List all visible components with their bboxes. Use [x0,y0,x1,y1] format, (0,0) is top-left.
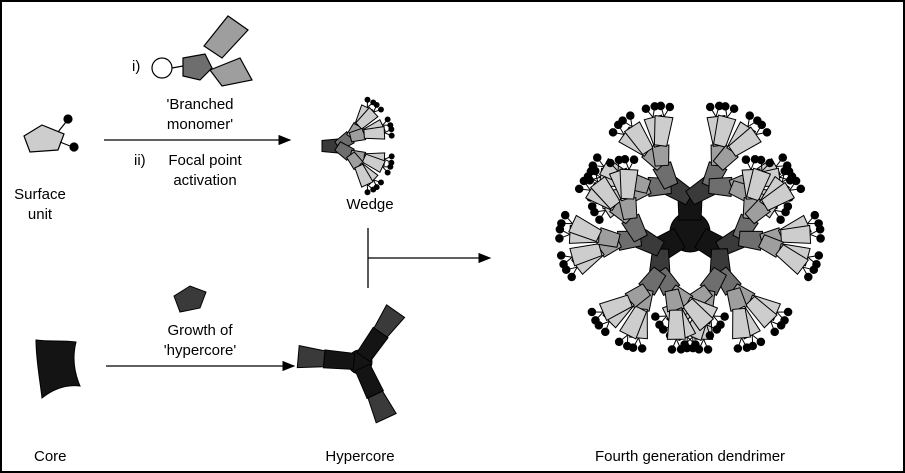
step-ii-label: ii) [134,152,146,170]
core-shape [36,340,80,398]
dendrimer-label: Fourth generation dendrimer [540,448,840,466]
hypercore-piece-shape [174,286,206,312]
step-i-label: i) [132,58,140,76]
focal-point-label-2: activation [150,172,260,190]
combine-arrow [368,228,490,288]
surface-unit-shape [24,115,78,152]
surface-unit-label-1: Surface [10,186,70,204]
hypercore-shape [297,305,404,423]
wedge-shape [322,97,395,195]
branched-monomer-label-2: monomer' [140,116,260,134]
wedge-label: Wedge [320,196,420,214]
branched-monomer-label-1: 'Branched [140,96,260,114]
growth-label-2: 'hypercore' [140,342,260,360]
growth-label-1: Growth of [140,322,260,340]
core-label: Core [34,448,67,466]
fourth-generation-dendrimer-shape [555,102,825,354]
surface-unit-label-2: unit [10,206,70,224]
branched-monomer-shape [152,16,252,86]
focal-point-label-1: Focal point [150,152,260,170]
hypercore-label: Hypercore [300,448,420,466]
